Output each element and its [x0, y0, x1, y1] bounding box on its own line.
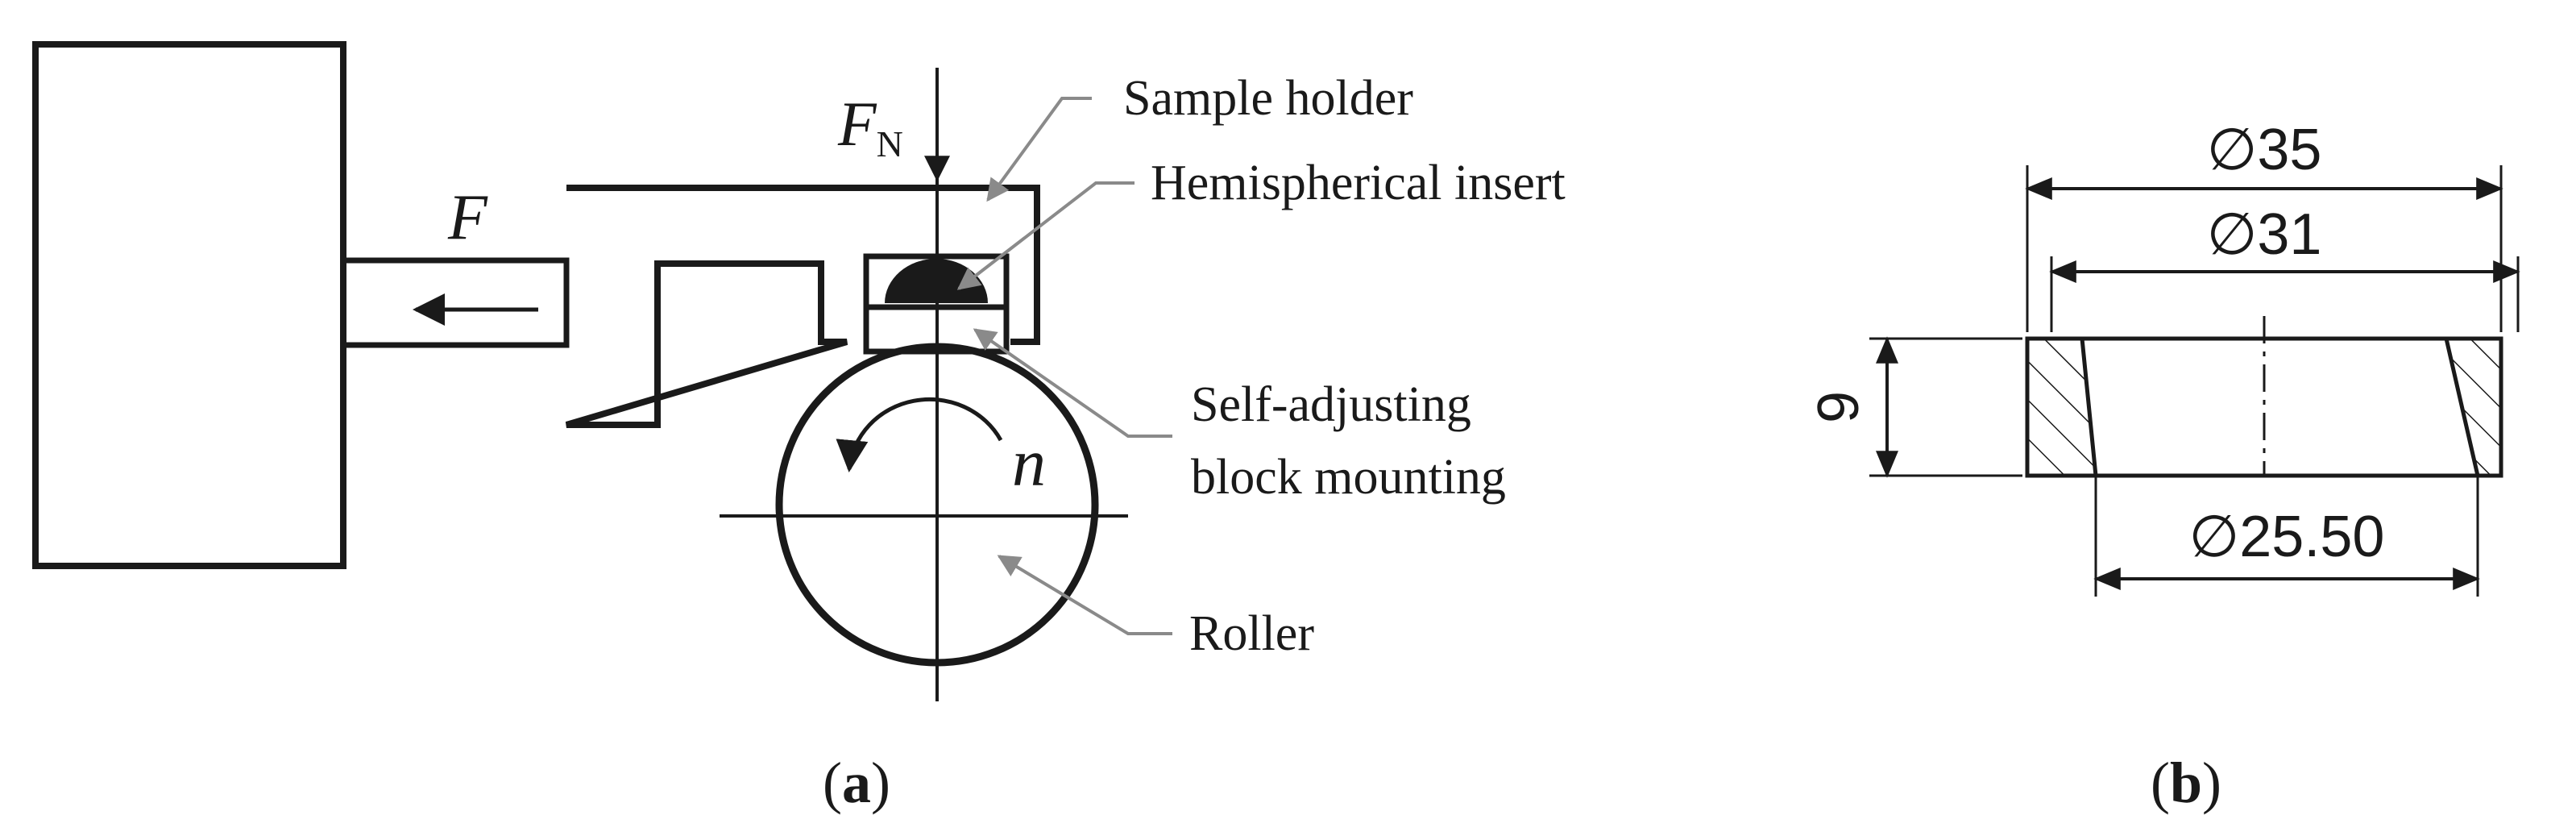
caption-b: (b) [2151, 751, 2221, 815]
label-sample-holder: Sample holder [1123, 71, 1413, 126]
connecting-rod [340, 257, 570, 348]
leader-sample-holder [986, 97, 1092, 202]
friction-force-label: F [447, 182, 488, 253]
machine-block [32, 41, 346, 569]
label-hemispherical-insert: Hemispherical insert [1151, 156, 1566, 210]
section-right-wall [2443, 336, 2503, 478]
dim-outer-text: ∅35 [2207, 118, 2322, 182]
dim-inner-text: ∅31 [2207, 202, 2322, 267]
leader-hemispherical-insert [956, 181, 1135, 290]
leader-self-adjusting [973, 328, 1172, 438]
dim-height-text: 9 [1807, 391, 1871, 423]
dim-bottom-text: ∅25.50 [2189, 505, 2385, 569]
leader-roller [997, 555, 1172, 635]
normal-force-label: FN [837, 89, 903, 164]
sample-holder [565, 185, 1040, 428]
label-self-adjusting-2: block mounting [1191, 450, 1506, 505]
section-left-wall [2025, 336, 2098, 478]
rotation-arrow [836, 397, 1003, 472]
caption-a: (a) [823, 751, 890, 815]
label-self-adjusting-1: Self-adjusting [1191, 377, 1471, 432]
panel-b: ∅35 ∅31 ∅25.50 9 (b) [1807, 118, 2520, 815]
label-roller: Roller [1189, 606, 1314, 661]
rotation-label: n [1012, 426, 1046, 501]
panel-a: FN F n Sample holder Hemispherical inser… [32, 41, 1566, 815]
